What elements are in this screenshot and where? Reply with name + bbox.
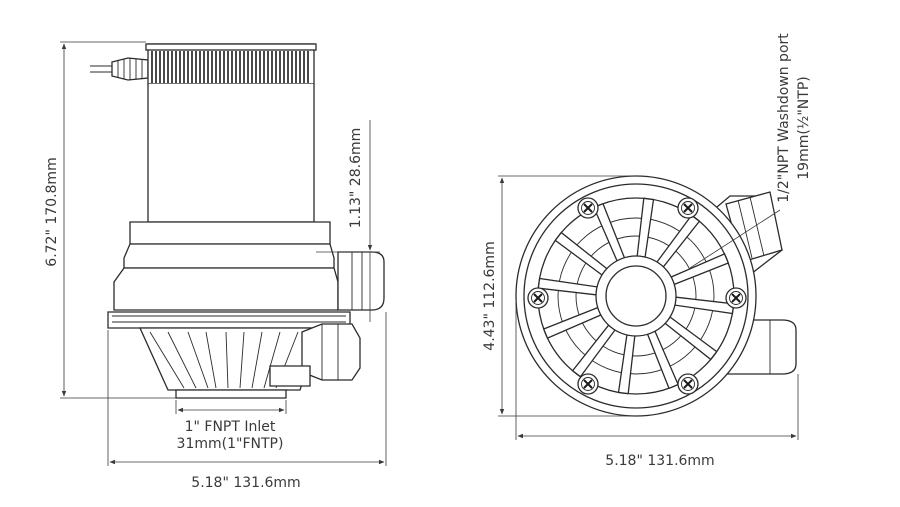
screw-icon	[527, 287, 549, 309]
hex-fitting	[269, 323, 361, 387]
bottom-dimensions	[498, 175, 799, 440]
port-offset-label: 1.13" 28.6mm	[348, 128, 364, 229]
side-width-label: 5.18" 131.6mm	[191, 475, 300, 491]
side-view	[90, 43, 385, 399]
outlet-nozzle	[337, 251, 385, 311]
power-wire	[90, 57, 149, 81]
washdown-label-1: 1/2"NPT Washdown port	[776, 33, 792, 203]
strainer-base	[138, 327, 321, 399]
bottom-view	[515, 175, 797, 417]
inlet-label-2: 31mm(1"FNTP)	[177, 436, 284, 452]
screw-icon	[725, 287, 747, 309]
strainer-spokes	[537, 197, 735, 395]
washdown-label-2: 19mm(½"NTP)	[796, 76, 812, 180]
mounting-screws	[527, 197, 747, 395]
inlet-label-1: 1" FNPT Inlet	[185, 419, 276, 435]
pump-cap	[145, 43, 317, 85]
bottom-width-label: 5.18" 131.6mm	[605, 453, 714, 469]
screw-icon	[677, 197, 699, 219]
pump-body	[107, 84, 351, 329]
screw-icon	[577, 197, 599, 219]
screw-icon	[577, 373, 599, 395]
side-dimensions	[60, 41, 387, 466]
side-height-label: 6.72" 170.8mm	[44, 157, 60, 266]
screw-icon	[677, 373, 699, 395]
bottom-height-label: 4.43" 112.6mm	[482, 241, 498, 350]
inlet-opening	[595, 255, 677, 337]
